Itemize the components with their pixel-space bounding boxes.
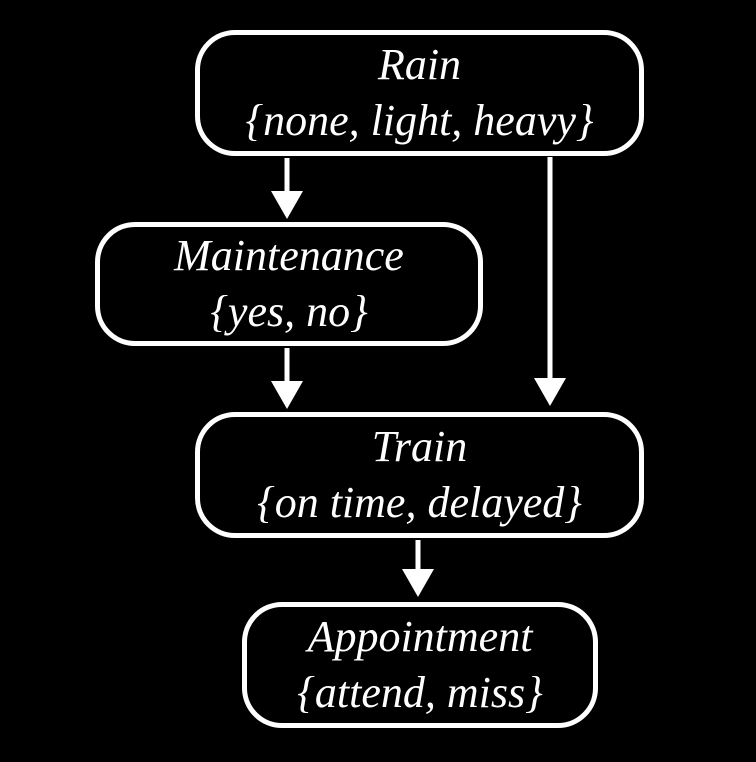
- node-maintenance: Maintenance {yes, no}: [95, 222, 483, 346]
- node-title: Maintenance: [174, 231, 404, 280]
- edge-rain-to-maintenance: [271, 158, 303, 219]
- node-values: {none, light, heavy}: [245, 96, 594, 145]
- node-appointment: Appointment {attend, miss}: [242, 602, 598, 728]
- node-train: Train {on time, delayed}: [195, 412, 644, 538]
- edge-maintenance-to-train: [271, 348, 303, 409]
- node-values: {on time, delayed}: [257, 478, 582, 527]
- node-title: Appointment: [307, 612, 533, 661]
- edge-train-to-appointment: [402, 540, 434, 597]
- node-title: Train: [371, 422, 468, 471]
- edge-rain-to-train: [534, 157, 566, 406]
- node-title: Rain: [377, 40, 462, 89]
- node-rain: Rain {none, light, heavy}: [195, 30, 644, 156]
- node-values: {attend, miss}: [297, 668, 543, 717]
- node-values: {yes, no}: [210, 287, 368, 336]
